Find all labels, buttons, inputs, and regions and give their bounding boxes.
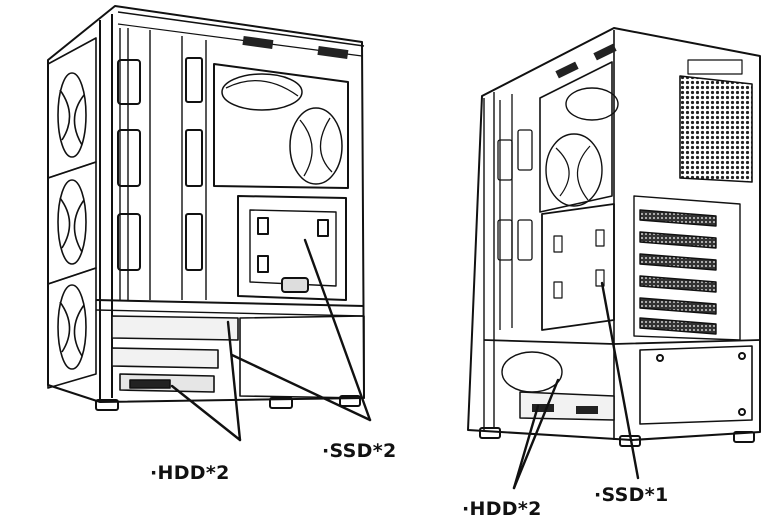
front-fans xyxy=(47,37,97,389)
right-case-illustration xyxy=(467,27,761,447)
left-ssd-mount xyxy=(237,195,347,301)
left-hdd-label: ·HDD*2 xyxy=(150,462,230,484)
left-hdd-cage xyxy=(111,315,365,399)
right-ssd-label: ·SSD*1 xyxy=(594,484,669,506)
right-ssd-mount xyxy=(541,203,615,331)
callout-lines xyxy=(170,238,640,490)
left-case-illustration xyxy=(47,5,365,411)
right-pci-slots xyxy=(633,195,741,341)
left-ssd-label: ·SSD*2 xyxy=(322,440,397,462)
right-hdd-label: ·HDD*2 xyxy=(462,498,542,520)
